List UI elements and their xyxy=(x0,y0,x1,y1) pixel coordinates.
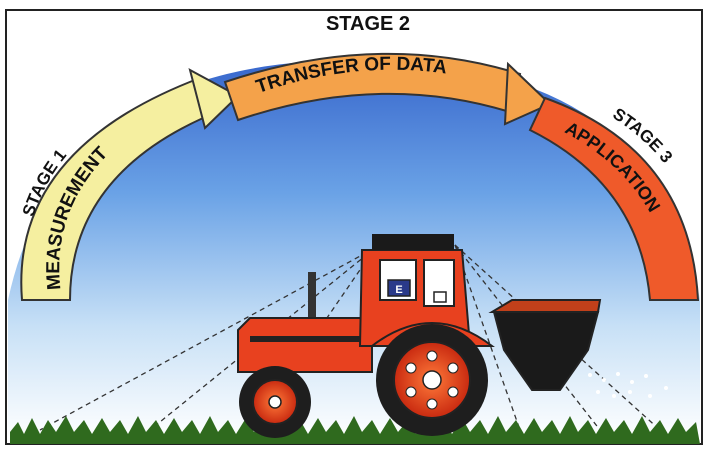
tractor-cab-roof xyxy=(372,234,454,250)
rear-wheel-center xyxy=(423,371,441,389)
spreader-lid xyxy=(492,300,600,312)
tractor-exhaust xyxy=(308,272,316,324)
tractor-trim xyxy=(250,336,372,342)
front-wheel-center xyxy=(269,396,281,408)
stage2-title-text: STAGE 2 xyxy=(326,13,410,35)
sky-dome xyxy=(8,60,700,440)
onboard-computer-label: E xyxy=(395,284,402,296)
tractor-body xyxy=(238,318,372,372)
gps-receiver-icon xyxy=(434,292,446,302)
